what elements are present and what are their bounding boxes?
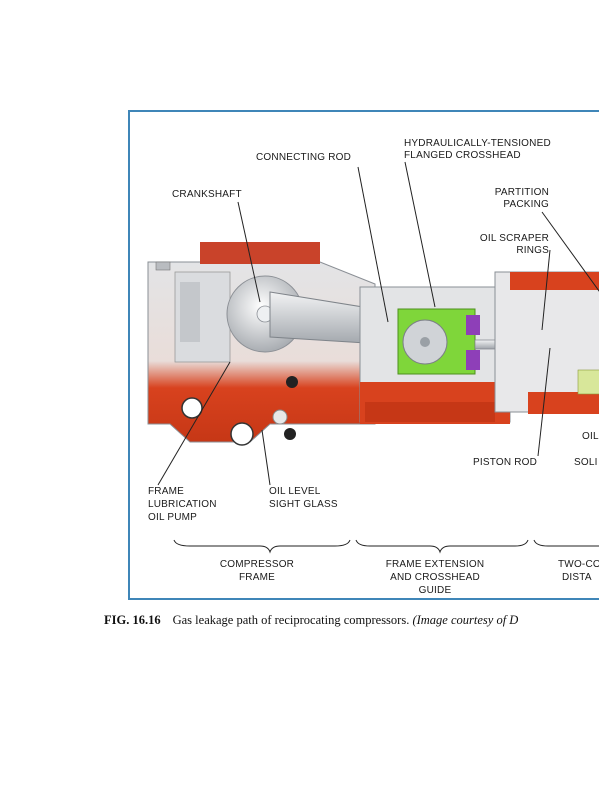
label-connecting-rod: CONNECTING ROD — [256, 152, 352, 163]
label-piston-rod: PISTON ROD — [473, 457, 538, 468]
label-pump-line3: OIL PUMP — [148, 512, 198, 523]
label-partition-line2: PACKING — [503, 199, 549, 210]
sight-glass — [230, 422, 254, 446]
label-sight-line1: OIL LEVEL — [269, 486, 321, 497]
label-crosshead-line1: HYDRAULICALLY-TENSIONED — [404, 138, 551, 149]
compressor-illustration — [147, 161, 599, 554]
label-soli-partial: SOLI — [574, 457, 598, 468]
label-partition-line1: PARTITION — [494, 187, 549, 198]
label-scraper-line1: OIL SCRAPER — [479, 233, 549, 244]
figure-number: FIG. 16.16 — [104, 613, 161, 627]
oil-pump-port — [181, 397, 203, 419]
label-pump-line2: LUBRICATION — [148, 499, 217, 510]
section-two-line1: TWO-CO — [558, 559, 599, 570]
section-ext-line1: FRAME EXTENSION — [385, 559, 485, 570]
label-scraper-line2: RINGS — [516, 245, 549, 256]
section-ext-line3: GUIDE — [418, 585, 452, 596]
label-pump-line1: FRAME — [148, 486, 184, 497]
label-sight-line2: SIGHT GLASS — [269, 499, 338, 510]
label-crosshead-line2: FLANGED CROSSHEAD — [404, 150, 521, 161]
label-crankshaft: CRANKSHAFT — [172, 189, 242, 200]
figure-caption: FIG. 16.16 Gas leakage path of reciprocat… — [104, 613, 518, 628]
caption-text: Gas leakage path of reciprocating compre… — [172, 613, 413, 627]
section-frame-line2: FRAME — [239, 572, 275, 583]
caption-source: (Image courtesy of D — [412, 613, 519, 627]
figure-frame: CONNECTING ROD HYDRAULICALLY-TENSIONED F… — [128, 110, 599, 600]
label-oil-partial: OIL — [582, 431, 599, 442]
section-ext-line2: AND CROSSHEAD — [390, 572, 480, 583]
section-frame-line1: COMPRESSOR — [219, 559, 295, 570]
section-two-line2: DISTA — [562, 572, 592, 583]
